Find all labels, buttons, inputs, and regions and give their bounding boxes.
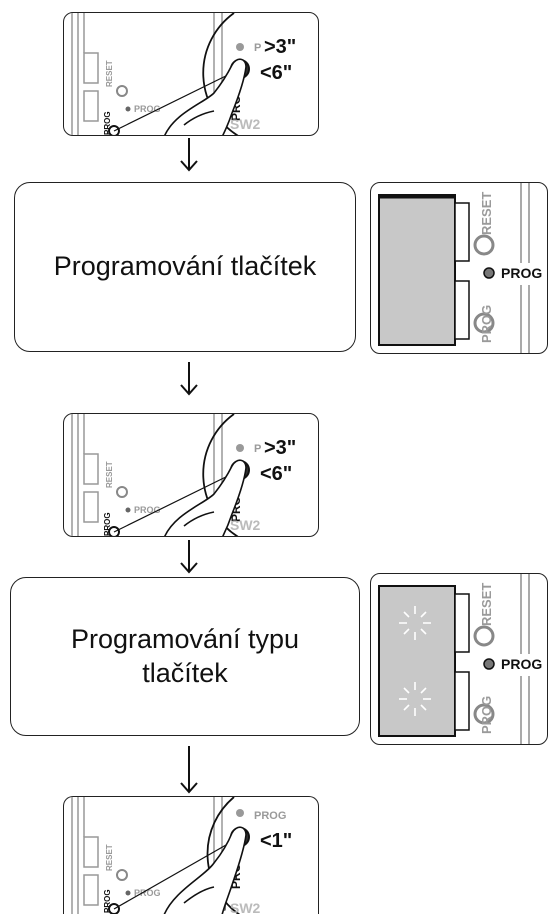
sw-label: SW2 bbox=[230, 517, 261, 533]
finger-icon bbox=[164, 58, 247, 135]
step-label: Programování tlačítek bbox=[53, 251, 317, 282]
p-mark: P bbox=[254, 443, 261, 455]
step-box-button-type-programming: Programování typu tlačítek bbox=[10, 577, 360, 736]
duration-less: <6" bbox=[260, 463, 292, 485]
reset-label: RESET bbox=[479, 583, 494, 626]
sw-label: SW2 bbox=[230, 116, 261, 132]
blink-icon bbox=[399, 682, 431, 716]
reset-label: RESET bbox=[105, 60, 114, 87]
press-illustration-1: RESET PROG PROG P >3" <6" PROG SW2 bbox=[63, 12, 319, 136]
prog-small-label: PROG bbox=[479, 696, 494, 734]
prog-label: PROG bbox=[134, 888, 161, 898]
led-panel-steady: RESET PROG PROG bbox=[370, 182, 548, 354]
sw-label: SW2 bbox=[230, 900, 261, 914]
led-icon bbox=[483, 658, 495, 670]
duration-more: >3" bbox=[264, 36, 296, 58]
finger-icon bbox=[163, 826, 247, 914]
board-press-graphic: RESET PROG PROG P >3" <6" PROG SW2 bbox=[71, 13, 296, 135]
reset-label: RESET bbox=[105, 461, 114, 488]
arrow-down-icon bbox=[180, 362, 198, 396]
prog-label: PROG bbox=[134, 104, 161, 114]
prog-small-label: PROG bbox=[479, 305, 494, 343]
prog-top-label: PROG bbox=[254, 810, 286, 822]
p-mark: P bbox=[254, 42, 261, 54]
board-press-graphic: RESET PROG PROG P >3" <6" PROG SW2 bbox=[71, 414, 296, 536]
step-label: Programování typu tlačítek bbox=[70, 623, 300, 688]
prog-vertical-label: PROG bbox=[103, 512, 112, 536]
press-illustration-2: RESET PROG PROG P >3" <6" PROG SW2 bbox=[63, 413, 319, 537]
prog-vertical-label: PROG bbox=[103, 889, 112, 913]
step-box-button-programming: Programování tlačítek bbox=[14, 182, 356, 352]
arrow-down-icon bbox=[180, 746, 198, 794]
board-press-graphic: RESET PROG PROG PROG <1" PROG SW2 bbox=[71, 797, 292, 914]
prog-label: PROG bbox=[134, 505, 161, 515]
prog-led-label: PROG bbox=[501, 265, 542, 281]
duration-less: <6" bbox=[260, 62, 292, 84]
reset-label: RESET bbox=[479, 192, 494, 235]
prog-led-label: PROG bbox=[501, 656, 542, 672]
press-illustration-3: RESET PROG PROG PROG <1" PROG SW2 bbox=[63, 796, 319, 914]
duration-more: >3" bbox=[264, 437, 296, 459]
led-panel-blinking: RESET PROG PROG bbox=[370, 573, 548, 745]
arrow-down-icon bbox=[180, 138, 198, 172]
duration-less: <1" bbox=[260, 830, 292, 852]
finger-icon bbox=[164, 459, 247, 536]
led-panel-graphic: RESET PROG PROG bbox=[378, 574, 542, 744]
reset-label: RESET bbox=[105, 844, 114, 871]
led-icon bbox=[483, 267, 495, 279]
blink-icon bbox=[399, 606, 431, 640]
prog-vertical-label: PROG bbox=[103, 111, 112, 135]
arrow-down-icon bbox=[180, 540, 198, 574]
led-panel-graphic: RESET PROG PROG bbox=[378, 183, 542, 353]
